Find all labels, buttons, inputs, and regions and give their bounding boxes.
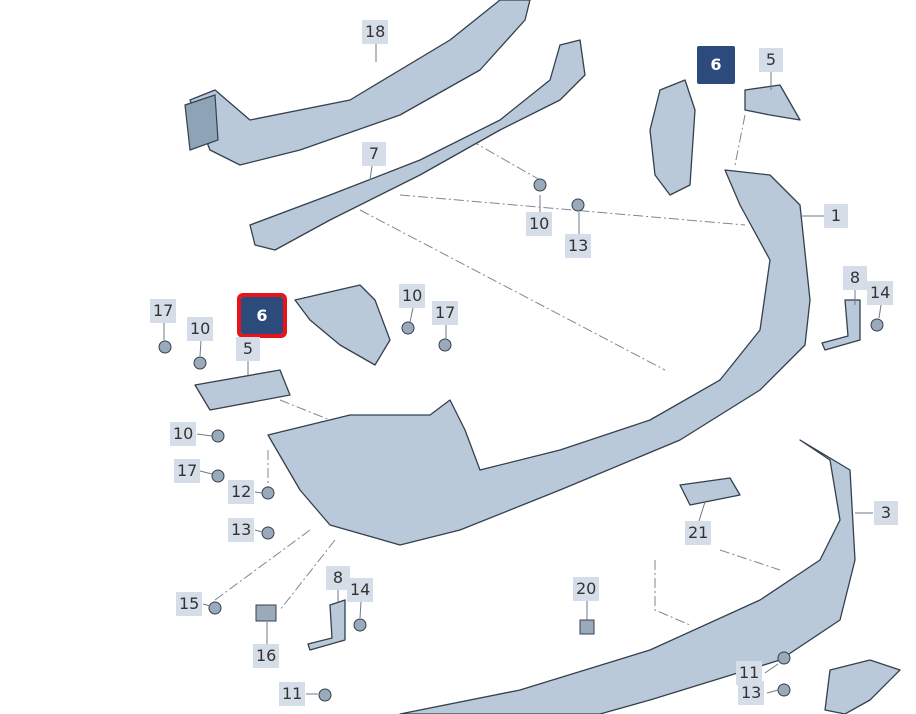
callout-6-highlighted[interactable]: 6 [697, 46, 735, 84]
callout-10[interactable]: 10 [526, 212, 553, 236]
bracket-8-left [307, 599, 346, 651]
bumper-cover-part [267, 169, 811, 546]
callout-17[interactable]: 17 [174, 459, 201, 483]
bracket-8-right [821, 299, 861, 351]
callout-5[interactable]: 5 [236, 337, 260, 361]
callout-8[interactable]: 8 [843, 266, 867, 290]
callout-13[interactable]: 13 [228, 518, 255, 542]
callout-7[interactable]: 7 [362, 142, 386, 166]
trim-part [824, 659, 901, 714]
callout-3[interactable]: 3 [874, 501, 898, 525]
callout-12[interactable]: 12 [228, 480, 255, 504]
bracket-part-right [649, 79, 696, 196]
callout-16[interactable]: 16 [253, 644, 280, 668]
callout-10[interactable]: 10 [170, 422, 197, 446]
callout-5[interactable]: 5 [759, 48, 783, 72]
callout-13[interactable]: 13 [738, 681, 765, 705]
callout-14[interactable]: 14 [867, 281, 894, 305]
callout-21[interactable]: 21 [685, 521, 712, 545]
callout-18[interactable]: 18 [362, 20, 389, 44]
bracket-5-left [194, 369, 291, 411]
bracket-part-left [294, 284, 391, 366]
guide-profile-part [249, 39, 586, 251]
callout-20[interactable]: 20 [573, 577, 600, 601]
spoiler-part [399, 439, 856, 714]
callout-1[interactable]: 1 [824, 204, 848, 228]
callout-11[interactable]: 11 [279, 682, 306, 706]
callout-15[interactable]: 15 [176, 592, 203, 616]
callout-13[interactable]: 13 [565, 234, 592, 258]
impact-bar-part [184, 0, 531, 166]
callout-14[interactable]: 14 [347, 578, 374, 602]
callout-6-selected[interactable]: 6 [237, 293, 287, 338]
callout-8[interactable]: 8 [326, 566, 350, 590]
bracket-5-right [744, 84, 801, 121]
cover-21-part [679, 477, 741, 506]
callout-17[interactable]: 17 [150, 299, 177, 323]
callout-10[interactable]: 10 [399, 284, 426, 308]
callout-10[interactable]: 10 [187, 317, 214, 341]
callout-17[interactable]: 17 [432, 301, 459, 325]
fasteners [158, 178, 884, 702]
